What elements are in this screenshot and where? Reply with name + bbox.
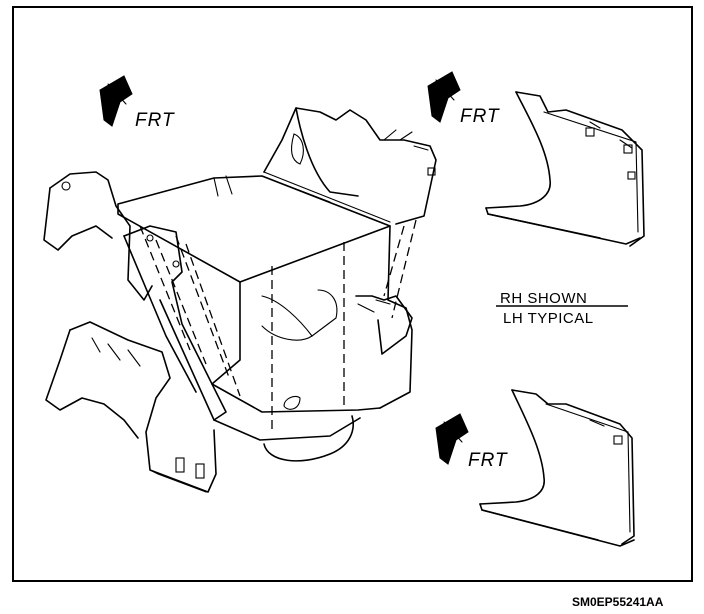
figure-code: SM0EP55241AA <box>572 595 664 609</box>
front-label-3: FRT <box>468 450 508 471</box>
side-note: RH SHOWN LH TYPICAL <box>496 290 628 327</box>
front-arrow-icon <box>435 413 469 465</box>
rh-trim-panel-upper <box>485 91 645 247</box>
front-label-2: FRT <box>460 106 500 127</box>
figure-frame <box>12 6 693 582</box>
note-line-1: RH SHOWN <box>500 290 587 307</box>
front-arrow-icon <box>99 75 133 127</box>
rear-compartment-assembly <box>43 107 437 493</box>
note-line-2: LH TYPICAL <box>503 310 594 327</box>
rh-trim-panel-lower <box>479 389 635 547</box>
front-arrow-icon <box>427 71 461 123</box>
front-label-1: FRT <box>135 110 175 131</box>
